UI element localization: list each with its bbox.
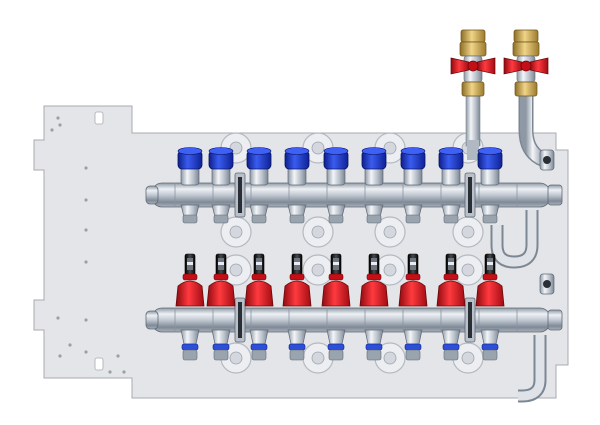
flowmeter-with-red-valve-icon bbox=[436, 253, 466, 361]
red-butterfly-handle-icon bbox=[450, 57, 496, 75]
bracket-ring bbox=[220, 342, 252, 374]
blue-thermostatic-cap-icon bbox=[323, 147, 349, 170]
plate-hole bbox=[56, 316, 60, 320]
blue-thermostatic-cap-icon bbox=[246, 147, 272, 170]
bracket-ring bbox=[302, 216, 334, 248]
supply-outlet bbox=[438, 147, 464, 224]
plate-hole bbox=[122, 370, 126, 374]
blue-thermostatic-cap-icon bbox=[400, 147, 426, 170]
plate-hole bbox=[116, 354, 120, 358]
plate-hole bbox=[84, 318, 88, 322]
plate-hole bbox=[58, 123, 62, 127]
supply-outlet bbox=[400, 147, 426, 224]
plate-hole bbox=[108, 370, 112, 374]
plate-hole bbox=[58, 354, 62, 358]
supply-outlet bbox=[477, 147, 503, 224]
plate-hole bbox=[56, 116, 60, 120]
bracket-ring bbox=[302, 254, 334, 286]
plate-hole bbox=[84, 228, 88, 232]
blue-thermostatic-cap-icon bbox=[438, 147, 464, 170]
manifold-clamp bbox=[464, 297, 476, 343]
supply-outlet bbox=[246, 147, 272, 224]
blue-thermostatic-cap-icon bbox=[477, 147, 503, 170]
blue-thermostatic-cap-icon bbox=[177, 147, 203, 170]
flowmeter-with-red-valve-icon bbox=[321, 253, 351, 361]
plate-hole bbox=[68, 343, 72, 347]
plate-mounting-holes bbox=[50, 116, 126, 374]
return-manifold bbox=[145, 253, 563, 361]
red-butterfly-handle-icon bbox=[503, 57, 549, 75]
flowmeter-with-red-valve-icon bbox=[282, 253, 312, 361]
flowmeter-with-red-valve-icon bbox=[175, 253, 205, 361]
ball-valve bbox=[450, 29, 496, 97]
plate-hole bbox=[84, 198, 88, 202]
flowmeter-with-red-valve-icon bbox=[359, 253, 389, 361]
supply-manifold bbox=[145, 147, 563, 224]
supply-outlet bbox=[208, 147, 234, 224]
bracket-ring bbox=[374, 254, 406, 286]
plate-hole bbox=[84, 166, 88, 170]
bracket-ring bbox=[452, 254, 484, 286]
plate-hole bbox=[50, 128, 54, 132]
flowmeter-with-red-valve-icon bbox=[398, 253, 428, 361]
plate-hole bbox=[84, 260, 88, 264]
ball-valve bbox=[503, 29, 549, 97]
supply-manifold-bar bbox=[145, 172, 563, 218]
manifold-clamp bbox=[464, 172, 476, 218]
blue-thermostatic-cap-icon bbox=[208, 147, 234, 170]
flowmeter-with-red-valve-icon bbox=[475, 253, 505, 361]
supply-outlet bbox=[323, 147, 349, 224]
bracket-ring bbox=[374, 216, 406, 248]
air-vent-icon bbox=[539, 273, 555, 295]
plate-hole bbox=[84, 350, 88, 354]
blue-thermostatic-cap-icon bbox=[284, 147, 310, 170]
blue-thermostatic-cap-icon bbox=[361, 147, 387, 170]
supply-outlet bbox=[284, 147, 310, 224]
manifold-clamp bbox=[234, 172, 246, 218]
ball-valves bbox=[450, 29, 549, 97]
return-manifold-bar bbox=[145, 297, 563, 343]
flowmeter-with-red-valve-icon bbox=[206, 253, 236, 361]
supply-outlet bbox=[361, 147, 387, 224]
manifold-clamp bbox=[234, 297, 246, 343]
supply-outlet bbox=[177, 147, 203, 224]
flowmeter-with-red-valve-icon bbox=[244, 253, 274, 361]
air-vent-icon bbox=[539, 149, 555, 171]
